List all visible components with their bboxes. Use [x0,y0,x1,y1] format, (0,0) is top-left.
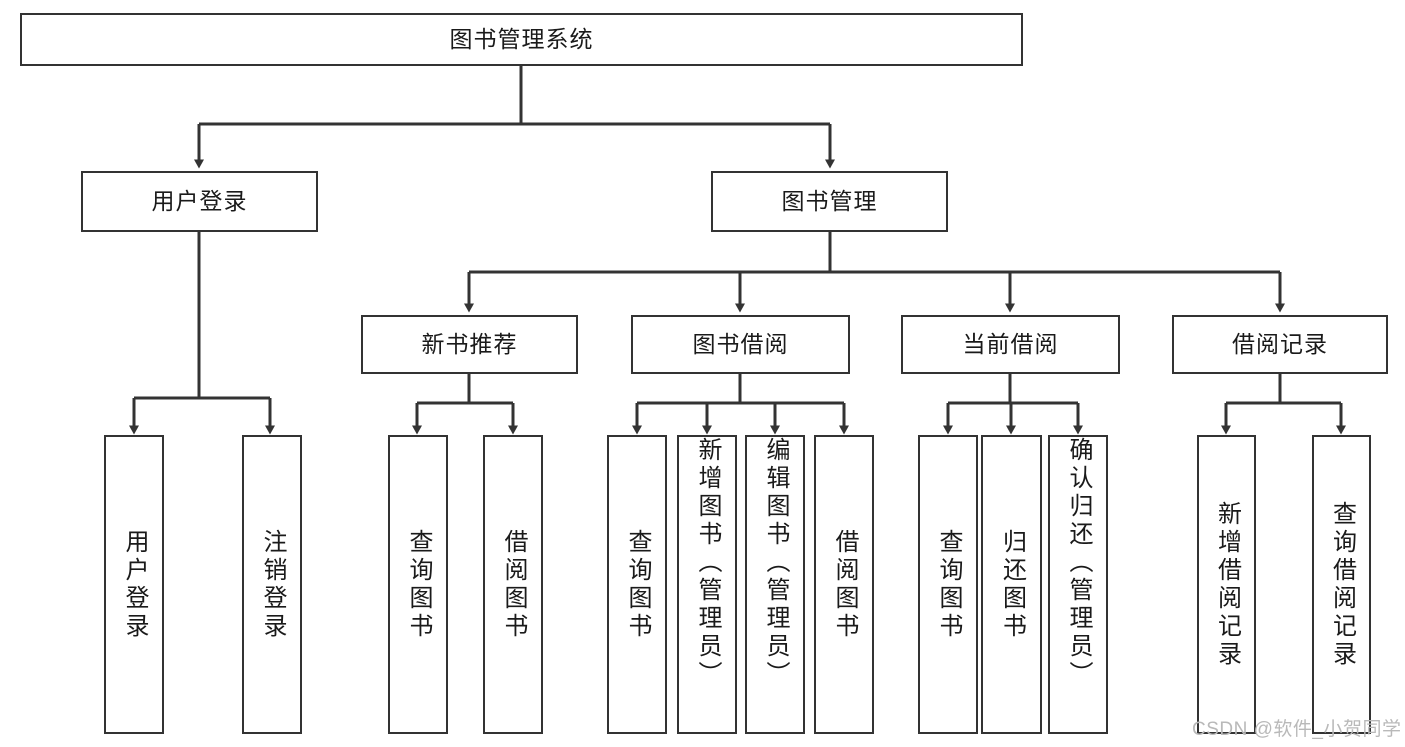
leaf-borrow-query-book[interactable]: 查询图书 [607,435,667,734]
leaf-recommend-query-book[interactable]: 查询图书 [388,435,448,734]
node-label: 查询图书 [935,528,962,641]
node-label: 查询借阅记录 [1328,500,1356,669]
node-label: 用户登录 [121,528,148,641]
node-label: 图书借阅 [692,330,789,357]
node-label: 查询图书 [624,528,651,641]
node-label: 新书推荐 [421,330,518,357]
leaf-user-login-logout[interactable]: 注销登录 [242,435,302,734]
node-label: 注销登录 [259,528,286,641]
node-borrow-record[interactable]: 借阅记录 [1172,315,1388,374]
node-label: 编辑图书（管理员） [762,437,789,689]
node-label: 用户登录 [151,187,248,214]
leaf-record-add-record[interactable]: 新增借阅记录 [1197,435,1256,734]
leaf-current-return-book[interactable]: 归还图书 [981,435,1042,734]
leaf-current-query-book[interactable]: 查询图书 [918,435,978,734]
node-label: 确认归还（管理员） [1065,437,1092,689]
leaf-borrow-add-book-admin[interactable]: 新增图书（管理员） [677,435,737,734]
leaf-borrow-edit-book-admin[interactable]: 编辑图书（管理员） [745,435,805,734]
node-label: 借阅图书 [500,528,527,641]
node-label: 借阅图书 [831,528,858,641]
node-label: 查询图书 [405,528,432,641]
leaf-record-query-record[interactable]: 查询借阅记录 [1312,435,1371,734]
leaf-recommend-borrow-book[interactable]: 借阅图书 [483,435,543,734]
node-book-management[interactable]: 图书管理 [711,171,948,232]
node-user-login[interactable]: 用户登录 [81,171,318,232]
node-label: 借阅记录 [1232,330,1328,357]
csdn-watermark: CSDN @软件_小贺同学 [1192,719,1402,740]
node-label: 图书管理系统 [449,25,594,52]
leaf-user-login-login[interactable]: 用户登录 [104,435,164,734]
node-label: 新增图书（管理员） [694,437,721,689]
leaf-borrow-borrow-book[interactable]: 借阅图书 [814,435,874,734]
node-label: 图书管理 [781,187,878,214]
leaf-current-confirm-return-admin[interactable]: 确认归还（管理员） [1048,435,1108,734]
node-current-borrow[interactable]: 当前借阅 [901,315,1120,374]
node-label: 归还图书 [998,528,1026,641]
node-root-system[interactable]: 图书管理系统 [20,13,1023,66]
node-label: 当前借阅 [962,330,1059,357]
node-label: 新增借阅记录 [1213,500,1241,669]
node-book-borrow[interactable]: 图书借阅 [631,315,850,374]
node-new-book-recommend[interactable]: 新书推荐 [361,315,578,374]
